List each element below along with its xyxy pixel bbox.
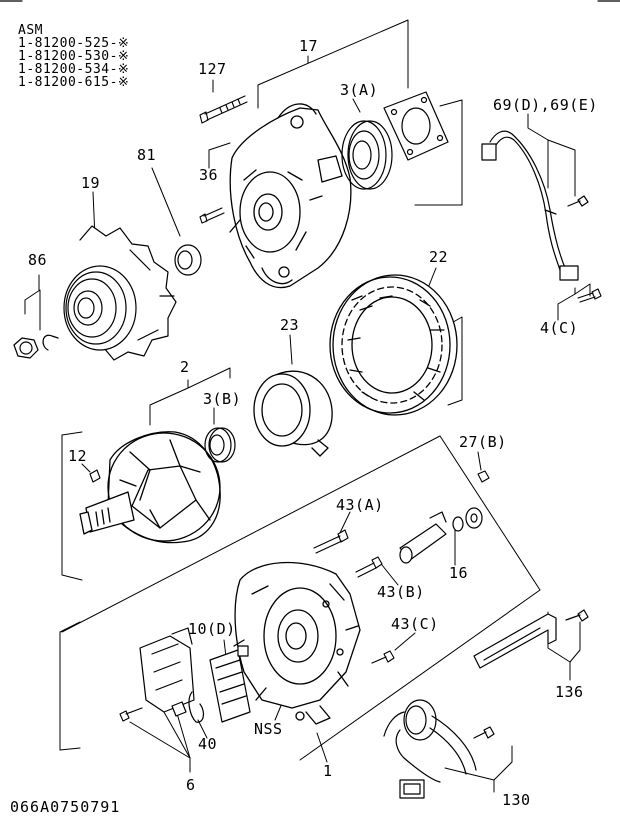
screw-43a bbox=[313, 529, 349, 554]
callout-4c: 4(C) bbox=[540, 319, 579, 337]
asm-number: 1-81200-530-※ bbox=[18, 49, 130, 64]
asm-number: 1-81200-534-※ bbox=[18, 62, 130, 77]
screw-small-6 bbox=[119, 707, 143, 722]
callout-40: 40 bbox=[198, 735, 218, 753]
harness-130 bbox=[383, 699, 495, 799]
callout-86: 86 bbox=[28, 251, 48, 269]
bolt-36 bbox=[199, 207, 225, 224]
callout-12: 12 bbox=[68, 447, 88, 465]
spacer-81 bbox=[174, 244, 202, 276]
callout-43c: 43(C) bbox=[391, 615, 439, 633]
nut-27b bbox=[477, 470, 490, 483]
asm-title: ASM bbox=[18, 23, 43, 38]
callout-27b: 27(B) bbox=[459, 433, 507, 451]
callout-43b: 43(B) bbox=[377, 583, 425, 601]
callout-23: 23 bbox=[280, 316, 300, 334]
callout-81: 81 bbox=[137, 146, 157, 164]
callout-nss: NSS bbox=[254, 720, 283, 738]
harness-69 bbox=[481, 130, 589, 281]
rotor-2 bbox=[79, 431, 221, 544]
callout-2: 2 bbox=[180, 358, 190, 376]
regulator-10d bbox=[209, 645, 251, 723]
pulley-fan-19 bbox=[63, 225, 177, 361]
retainer-plate bbox=[383, 91, 449, 161]
asm-number: 1-81200-615-※ bbox=[18, 75, 130, 90]
callout-130: 130 bbox=[502, 791, 531, 809]
diagram-code: 066A0750791 bbox=[10, 798, 121, 816]
callout-3b: 3(B) bbox=[203, 390, 242, 408]
front-bracket-17 bbox=[229, 103, 352, 289]
clip-40 bbox=[171, 691, 205, 723]
screw-43b bbox=[355, 556, 383, 578]
callout-22: 22 bbox=[429, 248, 449, 266]
callout-36: 36 bbox=[199, 166, 219, 184]
screw-43c bbox=[371, 650, 395, 664]
bolt-127 bbox=[199, 95, 248, 124]
callout-16: 16 bbox=[449, 564, 469, 582]
callout-127: 127 bbox=[198, 60, 227, 78]
callout-6: 6 bbox=[186, 776, 196, 794]
nut-washer-86 bbox=[13, 334, 59, 359]
bearing-3b bbox=[204, 427, 236, 463]
stator-22 bbox=[329, 274, 458, 416]
callout-19: 19 bbox=[81, 174, 101, 192]
exploded-frame bbox=[59, 99, 541, 761]
rear-housing-1 bbox=[233, 561, 361, 725]
callout-43a: 43(A) bbox=[336, 496, 384, 514]
screw-4c bbox=[577, 288, 602, 303]
brush-holder-6 bbox=[139, 627, 195, 713]
terminal-16 bbox=[399, 507, 483, 564]
callout-1: 1 bbox=[323, 762, 333, 780]
callout-136: 136 bbox=[555, 683, 584, 701]
asm-number: 1-81200-525-※ bbox=[18, 36, 130, 51]
callout-3a: 3(A) bbox=[340, 81, 379, 99]
bearing-3a bbox=[341, 120, 393, 190]
stator-core-23 bbox=[253, 370, 333, 457]
bracket-136 bbox=[473, 609, 589, 669]
assembly-numbers-block: ASM 1-81200-525-※ 1-81200-530-※ 1-81200-… bbox=[18, 24, 129, 89]
key-12 bbox=[89, 469, 101, 483]
callout-69: 69(D),69(E) bbox=[493, 96, 598, 114]
callout-10d: 10(D) bbox=[188, 620, 236, 638]
callout-17: 17 bbox=[299, 37, 319, 55]
